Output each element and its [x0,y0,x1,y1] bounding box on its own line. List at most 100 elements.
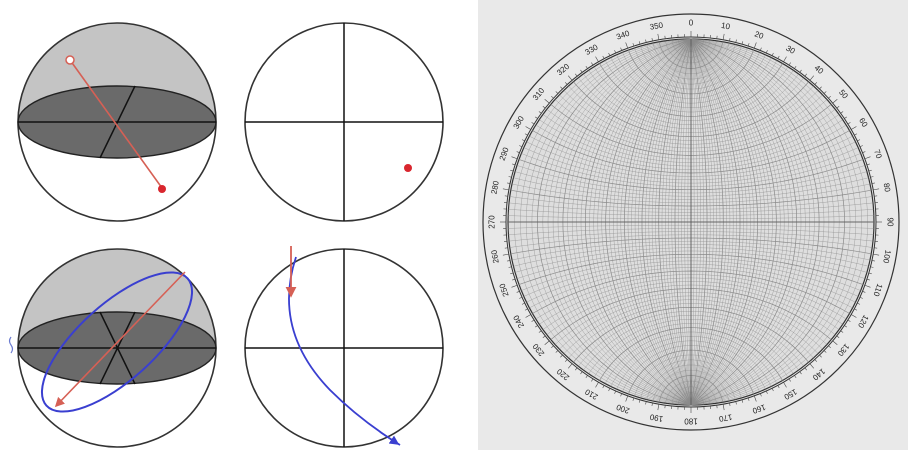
degree-label: 30 [784,44,797,57]
degree-tick [614,50,617,54]
degree-tick [632,397,635,401]
degree-label: 170 [718,412,733,423]
degree-tick [866,163,870,166]
degree-tick [864,284,871,288]
degree-tick [832,98,838,104]
degree-tick [788,378,791,382]
degree-tick [555,91,559,94]
degree-tick [832,340,838,346]
degree-tick [777,385,780,389]
degree-tick [823,91,827,94]
degree-tick [645,39,647,43]
degree-tick [847,122,851,125]
degree-tick [531,319,535,322]
degree-tick [809,75,815,81]
degree-tick [799,371,802,375]
degree-tick [862,291,866,293]
degree-tick [542,106,546,109]
degree-tick [524,308,528,311]
degree-tick [735,39,737,43]
degree-tick [575,73,578,77]
degree-tick [614,390,617,394]
degree-tick [657,404,660,411]
degree-label: 0 [689,19,694,28]
degree-tick [521,139,525,142]
degree-tick [551,345,554,349]
degree-label: 340 [615,28,631,41]
degree-label: 10 [720,21,731,32]
degree-tick [625,395,629,402]
degree-tick [521,302,525,305]
degree-tick [753,42,757,49]
degree-label: 90 [885,218,894,227]
degree-tick [585,375,588,379]
pole-projection-figure [244,22,444,222]
great-circle-projection-figure [244,246,444,448]
degree-tick [814,359,818,362]
degree-label: 300 [512,114,527,131]
degree-tick [575,367,578,371]
degree-label: 240 [511,313,526,330]
degree-tick [534,116,538,119]
degree-tick [804,73,807,77]
degree-tick [862,151,866,153]
degree-label: 200 [615,402,631,415]
degree-tick [516,291,520,293]
degree-tick [844,325,848,328]
degree-label: 50 [837,88,850,101]
degree-label: 270 [488,215,497,229]
degree-ring [482,13,900,431]
degree-tick [567,363,573,369]
degree-tick [567,75,573,81]
degree-tick [502,188,509,191]
degree-tick [538,330,542,333]
degree-tick [510,272,514,275]
degree-tick [788,62,791,66]
degree-label: 230 [531,341,547,357]
degree-tick [819,354,822,358]
degree-label: 320 [555,62,571,78]
outer-ring [482,13,900,431]
degree-tick [511,284,518,288]
degree-label: 310 [531,86,547,102]
degree-tick [857,139,861,142]
degree-tick [777,55,780,59]
degree-tick [564,359,568,362]
degree-tick [735,401,737,405]
degree-tick [804,367,807,371]
degree-tick [591,378,594,382]
degree-tick [516,151,520,153]
degree-tick [836,106,840,109]
degree-tick [741,399,744,403]
degree-tick [602,385,605,389]
degree-label: 260 [489,249,500,264]
degree-label: 220 [555,366,571,382]
degree-tick [580,371,583,375]
degree-tick [871,182,875,184]
degree-tick [511,156,518,160]
degree-tick [651,38,653,42]
degree-tick [510,169,514,172]
degree-tick [507,182,511,184]
degree-tick [560,354,563,358]
degree-tick [836,335,840,338]
degree-tick [866,278,870,281]
degree-tick [854,133,858,136]
degree-tick [722,404,725,411]
edge-mark [8,336,14,354]
degree-tick [873,188,880,191]
degree-tick [851,314,857,318]
degree-tick [608,388,611,392]
pole-upper-point [65,55,75,65]
degree-label: 100 [881,249,892,264]
degree-tick [771,52,774,56]
degree-tick [638,41,641,45]
degree-tick [595,56,599,62]
degree-tick [741,41,744,45]
degree-tick [502,253,509,256]
degree-tick [585,65,588,69]
degree-tick [560,86,563,90]
degree-tick [851,126,857,130]
degree-tick [595,382,599,388]
